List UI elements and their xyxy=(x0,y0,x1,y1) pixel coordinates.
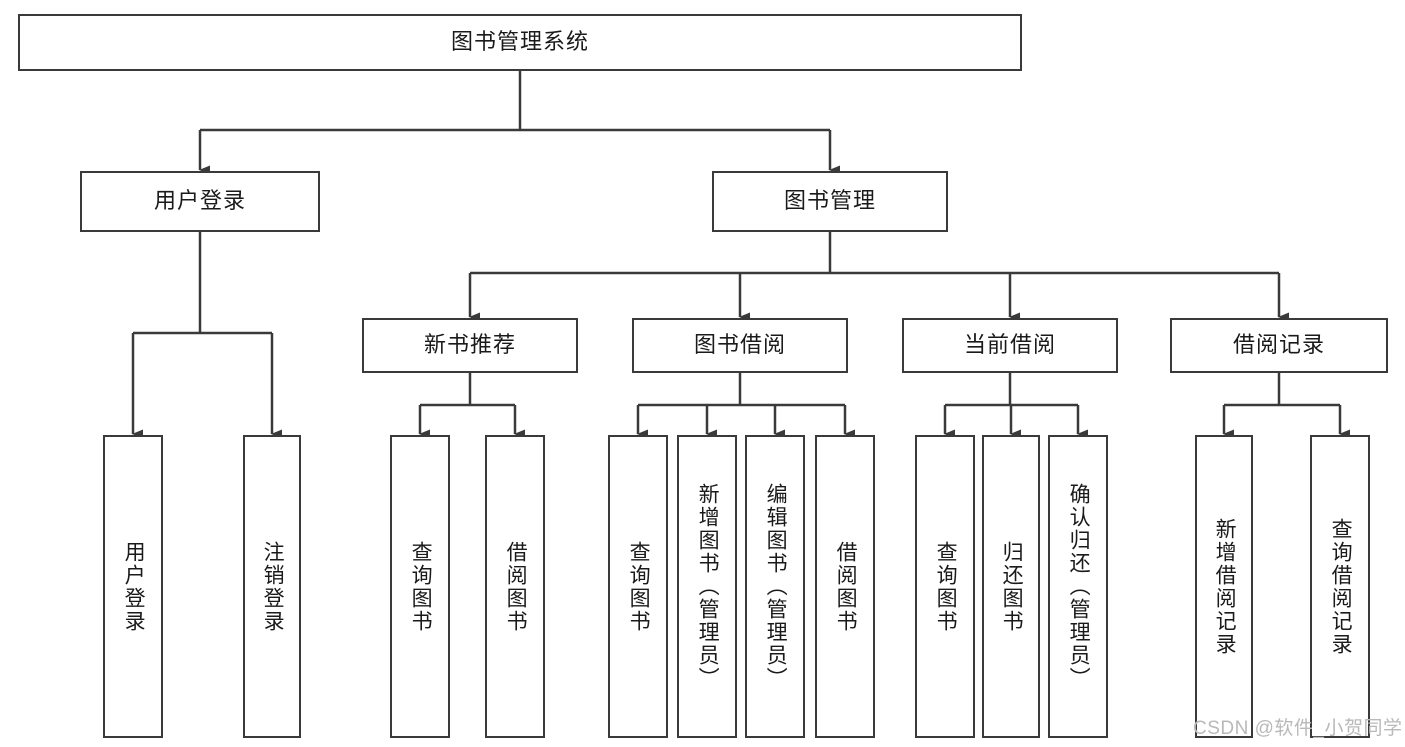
node-label: 用户登录 xyxy=(153,188,246,214)
node-label: 图书借阅 xyxy=(693,332,786,358)
node-label: 编辑图书（管理员） xyxy=(764,483,788,690)
node-label: 图书管理 xyxy=(783,188,876,214)
node-leaf-query-book-2[interactable]: 查询图书 xyxy=(608,435,668,738)
node-leaf-return-book[interactable]: 归还图书 xyxy=(982,435,1040,738)
node-leaf-confirm-return[interactable]: 确认归还（管理员） xyxy=(1048,435,1108,738)
node-label: 查询图书 xyxy=(409,540,433,633)
node-label: 图书管理系统 xyxy=(450,29,589,55)
node-leaf-edit-book[interactable]: 编辑图书（管理员） xyxy=(745,435,805,738)
node-book-borrow[interactable]: 图书借阅 xyxy=(632,318,848,373)
node-label: 查询借阅记录 xyxy=(1329,517,1353,656)
node-leaf-query-record[interactable]: 查询借阅记录 xyxy=(1310,435,1370,738)
node-label: 查询图书 xyxy=(627,540,651,633)
node-leaf-query-book-3[interactable]: 查询图书 xyxy=(915,435,975,738)
node-leaf-query-book-1[interactable]: 查询图书 xyxy=(390,435,450,738)
watermark-text: CSDN @软件_小贺同学 xyxy=(1193,718,1403,739)
node-label: 新增借阅记录 xyxy=(1213,517,1237,656)
node-label: 注销登录 xyxy=(261,540,285,633)
node-label: 新书推荐 xyxy=(423,332,516,358)
node-label: 当前借阅 xyxy=(963,332,1056,358)
node-label: 借阅记录 xyxy=(1232,332,1325,358)
node-label: 确认归还（管理员） xyxy=(1067,483,1091,690)
node-leaf-user-login[interactable]: 用户登录 xyxy=(103,435,163,738)
node-borrow-record[interactable]: 借阅记录 xyxy=(1170,318,1388,373)
node-leaf-borrow-book-1[interactable]: 借阅图书 xyxy=(485,435,545,738)
node-label: 归还图书 xyxy=(1000,540,1024,633)
node-label: 新增图书（管理员） xyxy=(696,483,720,690)
node-label: 借阅图书 xyxy=(834,540,858,633)
node-new-book-rec[interactable]: 新书推荐 xyxy=(362,318,578,373)
node-leaf-logout[interactable]: 注销登录 xyxy=(243,435,301,738)
node-label: 查询图书 xyxy=(934,540,958,633)
node-user-login[interactable]: 用户登录 xyxy=(80,171,320,232)
node-root[interactable]: 图书管理系统 xyxy=(18,14,1022,71)
node-book-manage[interactable]: 图书管理 xyxy=(712,171,948,232)
node-current-borrow[interactable]: 当前借阅 xyxy=(902,318,1118,373)
node-leaf-add-record[interactable]: 新增借阅记录 xyxy=(1195,435,1253,738)
node-label: 借阅图书 xyxy=(504,540,528,633)
node-leaf-borrow-book-2[interactable]: 借阅图书 xyxy=(815,435,875,738)
node-label: 用户登录 xyxy=(122,540,146,633)
node-leaf-add-book[interactable]: 新增图书（管理员） xyxy=(677,435,737,738)
